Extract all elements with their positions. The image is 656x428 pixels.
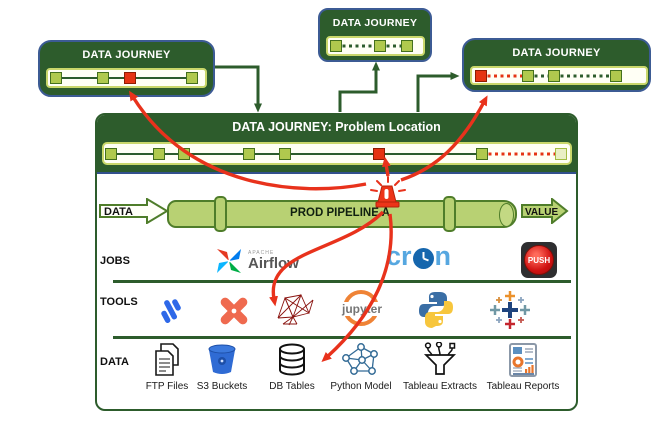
arrow-main-to-right-box — [416, 72, 460, 112]
journey-link-solid — [379, 152, 482, 155]
airflow-brand-text: APACHE — [248, 250, 275, 256]
divider — [113, 280, 571, 283]
journey-link-dotted-red — [480, 74, 528, 77]
data-item-label: Python Model — [330, 381, 392, 392]
data-item-label: Tableau Reports — [486, 381, 560, 392]
jupyter-logo-icon: jupyter — [340, 289, 384, 329]
journey-node-ok — [186, 72, 199, 84]
journey-node-ok — [475, 147, 488, 160]
journey-link-dotted — [527, 74, 554, 77]
ftp-files-icon — [151, 341, 183, 378]
journey-bar-middle — [326, 36, 425, 56]
push-button-label: PUSH — [524, 245, 554, 275]
main-journey-title: DATA JOURNEY: Problem Location — [232, 120, 441, 134]
journey-node-ok — [400, 40, 413, 52]
tableau-extracts-icon — [423, 341, 457, 378]
journey-node-ok — [547, 69, 560, 82]
python-model-icon — [341, 341, 381, 378]
data-item-python-model: Python Model — [319, 341, 403, 392]
python-logo-icon — [419, 292, 453, 328]
data-item-label: DB Tables — [269, 381, 315, 392]
journey-node-ok — [374, 40, 387, 52]
journey-link-dotted-red — [481, 152, 562, 155]
journey-link-solid — [129, 77, 193, 79]
jobs-row-label: JOBS — [100, 255, 130, 267]
journey-node-ok — [279, 147, 292, 160]
journey-node-problem — [123, 72, 136, 84]
journey-node-problem — [474, 69, 487, 82]
divider — [113, 336, 571, 339]
cron-text: n — [434, 241, 452, 271]
journey-node-ok — [178, 147, 191, 160]
journey-node-ok — [96, 72, 109, 84]
data-row-label: DATA — [100, 356, 129, 368]
journey-link-dotted — [335, 44, 381, 48]
journey-node-ok — [104, 147, 117, 160]
journey-box-title: DATA JOURNEY — [82, 49, 171, 61]
journey-box-title: DATA JOURNEY — [332, 17, 418, 29]
data-input-label: DATA — [104, 206, 133, 218]
data-item-tableau-extracts: Tableau Extracts — [398, 341, 482, 392]
blue-bars-tool-icon — [161, 299, 181, 323]
journey-link-solid — [110, 152, 160, 155]
data-item-s3-buckets: S3 Buckets — [180, 341, 264, 392]
pipe-coupling — [443, 196, 456, 232]
journey-link-solid — [102, 77, 130, 79]
journey-link-dotted — [380, 44, 407, 48]
journey-node-ok — [329, 40, 342, 52]
data-item-label: S3 Buckets — [196, 381, 248, 392]
journey-bar-right — [470, 66, 648, 85]
journey-node-ok — [521, 69, 534, 82]
journey-node-ok — [242, 147, 255, 160]
arrow-left-box-to-main — [215, 65, 262, 113]
journey-node-ok — [49, 72, 62, 84]
jupyter-text: jupyter — [340, 302, 384, 316]
journey-link-solid — [55, 77, 103, 79]
value-output-label: VALUE — [525, 207, 559, 218]
airflow-name-text: Airflow — [248, 255, 299, 272]
tools-row-label: TOOLS — [100, 296, 138, 308]
journey-node-ok — [153, 147, 166, 160]
data-item-label: FTP Files — [145, 381, 189, 392]
data-input-arrow — [99, 198, 169, 224]
journey-node-ok — [610, 69, 623, 82]
data-item-label: Tableau Extracts — [403, 381, 477, 392]
orange-x-tool-icon — [220, 297, 248, 325]
s3-bucket-icon — [207, 341, 237, 378]
journey-link-solid — [285, 152, 380, 155]
data-item-db-tables: DB Tables — [250, 341, 334, 392]
journey-link-solid — [184, 152, 249, 155]
push-button-icon: PUSH — [521, 242, 557, 278]
cron-clock-icon — [412, 247, 434, 269]
pipe-end-cap — [499, 203, 514, 227]
data-item-ftp-files: FTP Files — [125, 341, 209, 392]
journey-bar-left — [46, 68, 207, 88]
arrow-main-to-middle-box — [338, 61, 380, 112]
journey-box-title: DATA JOURNEY — [512, 47, 601, 59]
main-journey-bar — [102, 142, 572, 165]
airflow-logo: APACHE Airflow — [213, 245, 299, 277]
cron-text: cr — [386, 241, 412, 271]
tableau-reports-icon — [509, 341, 537, 378]
journey-link-dotted — [553, 74, 617, 77]
tableau-logo-icon — [490, 291, 530, 329]
pipeline-label: PROD PIPELINE A — [290, 207, 390, 219]
value-output-arrow — [521, 198, 569, 224]
journey-node-problem — [373, 147, 386, 160]
sql-server-mesh-icon — [277, 293, 314, 326]
journey-node-pale — [555, 147, 568, 160]
db-tables-icon — [277, 341, 307, 378]
airflow-pinwheel-icon — [217, 249, 241, 273]
pipe-coupling — [214, 196, 227, 232]
alarm-siren-icon — [370, 176, 406, 208]
data-item-tableau-reports: Tableau Reports — [481, 341, 565, 392]
